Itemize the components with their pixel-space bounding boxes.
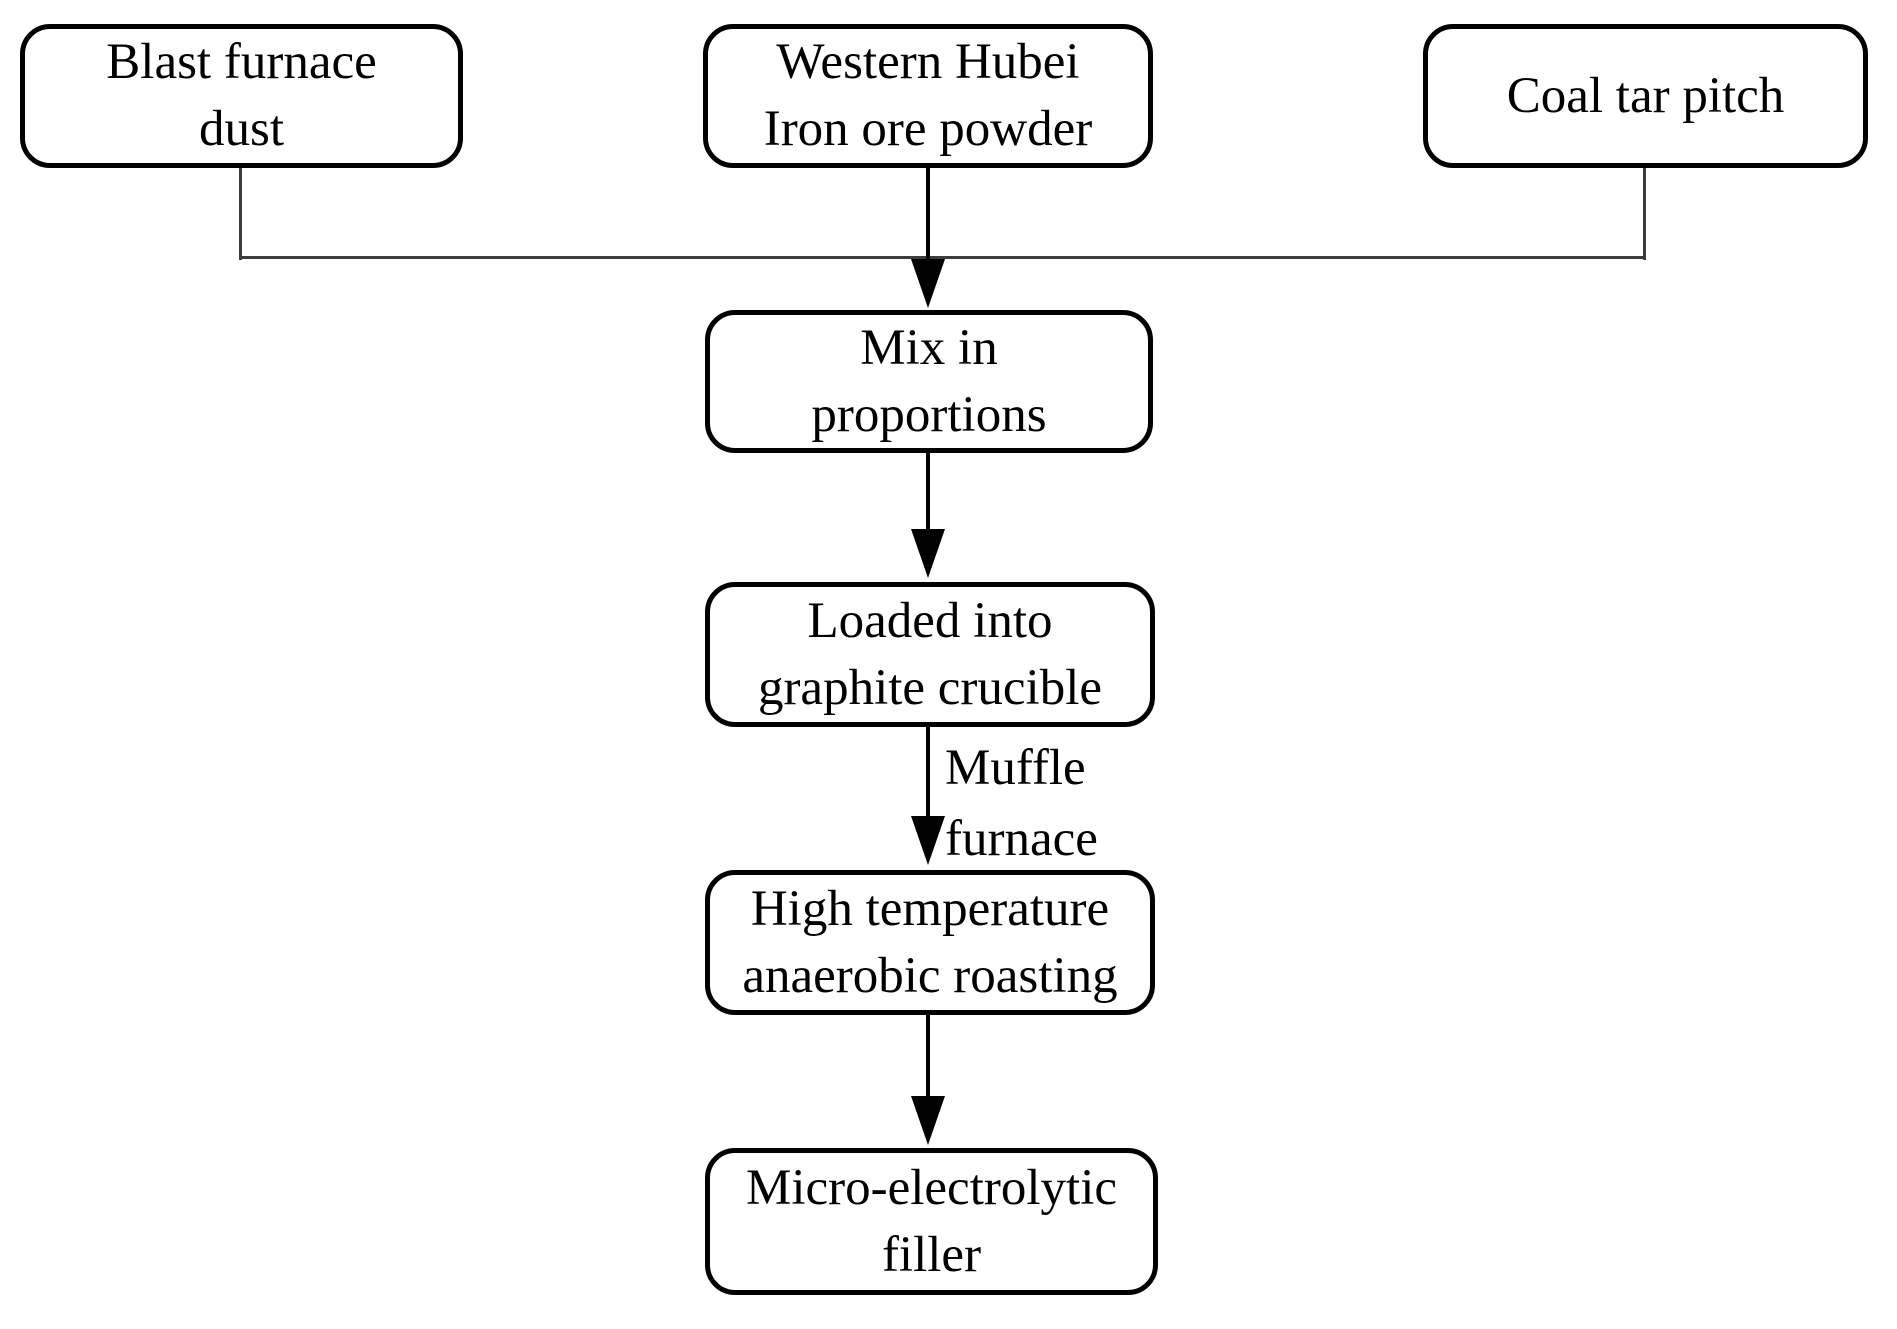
node-coal-tar-pitch-label: Coal tar pitch <box>1506 67 1785 124</box>
node-iron-ore-powder-label: Western Hubei Iron ore powder <box>763 34 1093 157</box>
edge-roasting-to-filler-line <box>926 1015 930 1103</box>
node-micro-electrolytic-filler-label: Micro-electrolytic filler <box>746 1159 1117 1283</box>
arrow-down-icon <box>911 259 945 308</box>
node-coal-tar-pitch: Coal tar pitch <box>1423 24 1868 168</box>
connector-right-stub <box>1643 168 1646 260</box>
node-graphite-crucible-label: Loaded into graphite crucible <box>757 592 1103 716</box>
node-blast-furnace-dust: Blast furnace dust <box>20 24 463 168</box>
edge-crucible-to-roasting-line <box>926 727 930 822</box>
edge-label-muffle-furnace: Muffle furnace <box>945 740 1098 867</box>
connector-left-stub <box>239 168 242 260</box>
edge-mix-to-crucible-line <box>926 453 930 537</box>
arrow-down-icon <box>911 816 945 865</box>
node-graphite-crucible: Loaded into graphite crucible <box>705 582 1155 727</box>
node-anaerobic-roasting-label: High temperature anaerobic roasting <box>742 880 1118 1004</box>
arrow-down-icon <box>911 1096 945 1145</box>
edge-sources-to-mix-line <box>926 167 930 267</box>
connector-horizontal-rail <box>239 256 1646 259</box>
node-anaerobic-roasting: High temperature anaerobic roasting <box>705 870 1155 1015</box>
node-mix-in-proportions-label: Mix in proportions <box>811 319 1047 443</box>
arrow-down-icon <box>911 529 945 578</box>
node-mix-in-proportions: Mix in proportions <box>705 310 1153 453</box>
node-blast-furnace-dust-label: Blast furnace dust <box>106 34 377 157</box>
node-iron-ore-powder: Western Hubei Iron ore powder <box>703 24 1153 168</box>
node-micro-electrolytic-filler: Micro-electrolytic filler <box>705 1148 1158 1295</box>
